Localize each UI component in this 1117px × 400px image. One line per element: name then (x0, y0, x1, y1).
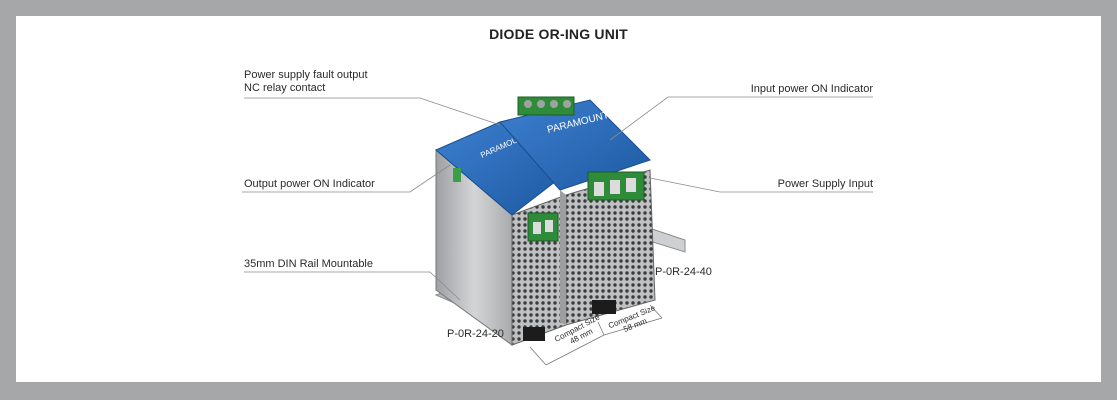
terminal-block-input (587, 171, 645, 201)
terminal-block-top (517, 96, 575, 116)
model-large: P-0R-24-40 (655, 266, 712, 278)
dimension-lines (529, 304, 663, 366)
foot-large (592, 300, 616, 314)
output-on-label: Output power ON Indicator (244, 178, 375, 190)
leader-lines (242, 96, 873, 301)
foot-small (523, 327, 545, 341)
fault-output-line1: Power supply fault output (244, 69, 368, 81)
din-rail-label: 35mm DIN Rail Mountable (244, 258, 373, 270)
fault-output-label: Power supply fault output NC relay conta… (244, 69, 368, 95)
side-connector (453, 168, 461, 182)
model-small: P-0R-24-20 (447, 328, 504, 340)
fault-output-line2: NC relay contact (244, 82, 326, 94)
ps-input-label: Power Supply Input (777, 178, 873, 190)
input-on-label: Input power ON Indicator (750, 83, 873, 95)
page-title: DIODE OR-ING UNIT (489, 26, 628, 42)
terminal-block-output (527, 212, 559, 242)
